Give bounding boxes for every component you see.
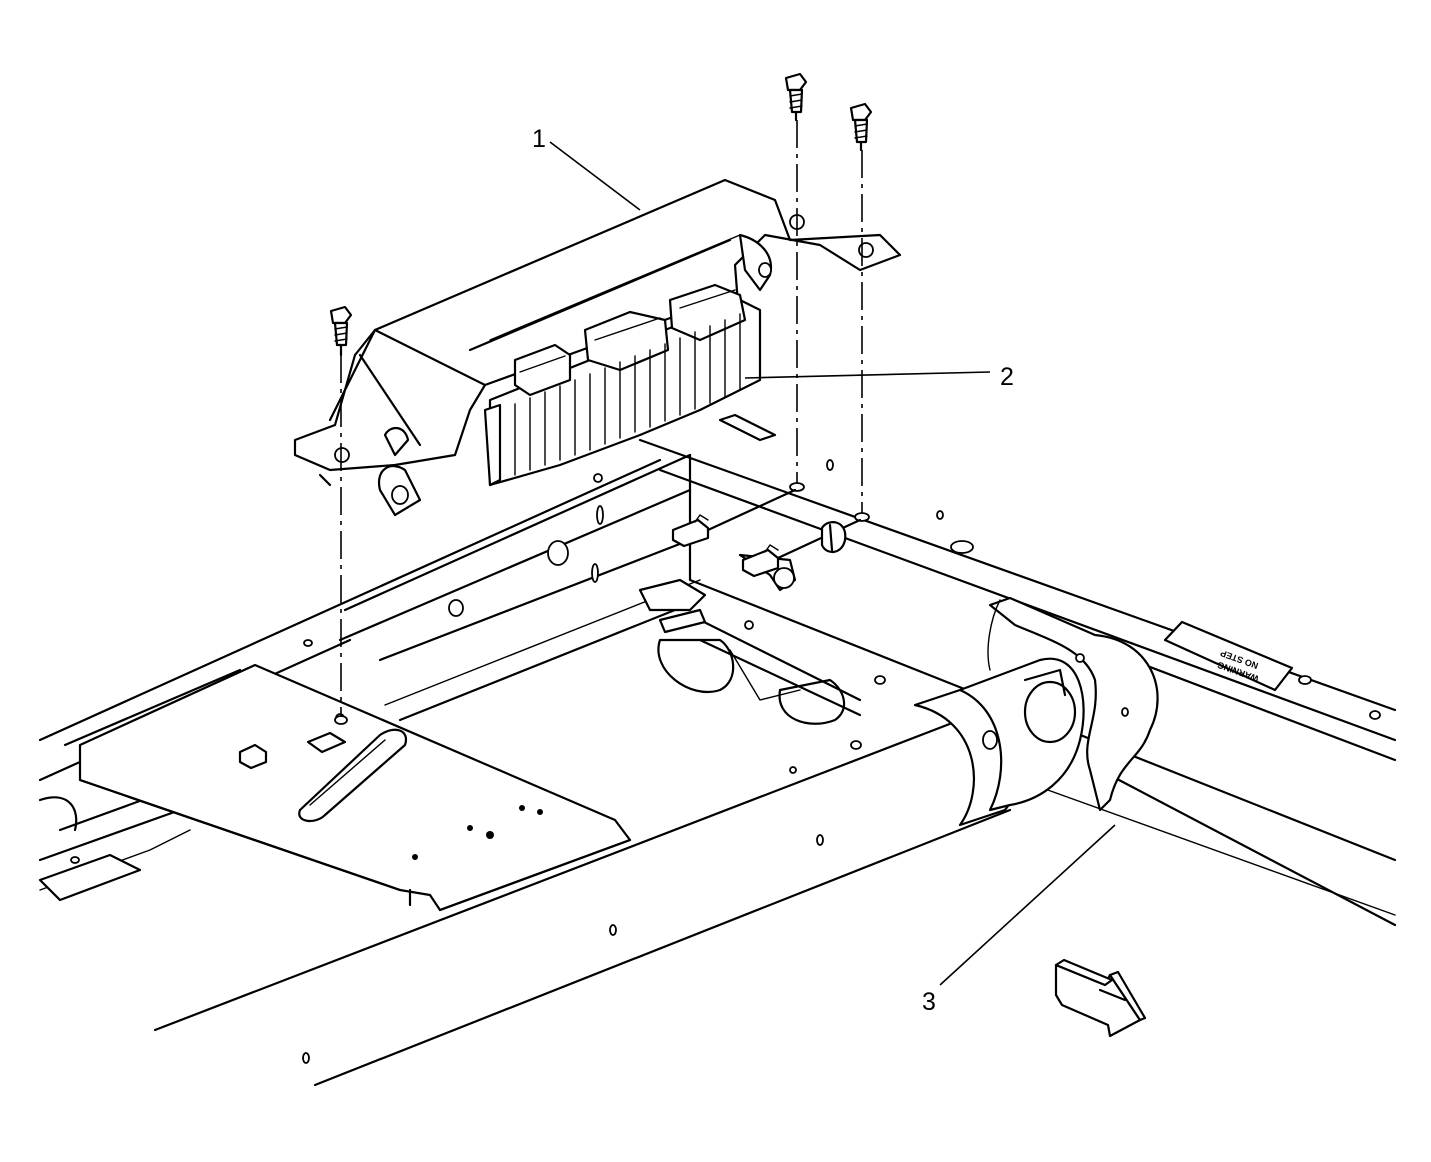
- bolt-upper-left: [784, 72, 808, 122]
- frame-rail-left: [38, 453, 886, 782]
- bolt-upper-right: [849, 102, 873, 152]
- leader-lines: [549, 141, 1116, 986]
- frame-slot-hole: [820, 521, 847, 553]
- front-direction-arrow-icon: [1054, 958, 1147, 1038]
- alignment-lines: [340, 120, 863, 720]
- callout-3: 3: [922, 988, 936, 1016]
- bolt-left: [329, 305, 353, 357]
- cross-member-tube: [153, 657, 1085, 1087]
- warning-plate: WARNING NO STEP: [1163, 620, 1294, 692]
- mounting-plate: [63, 663, 632, 912]
- harness-clip-2: [741, 518, 862, 578]
- rail-bracket: [987, 596, 1159, 812]
- harness-clip-1: [671, 488, 797, 548]
- underbody-components: [657, 553, 862, 725]
- callout-1: 1: [532, 125, 546, 153]
- frame-mount-holes: [334, 482, 870, 725]
- callout-2: 2: [1000, 363, 1014, 391]
- lower-left-chassis: [38, 788, 191, 902]
- frame-slots: [658, 413, 777, 634]
- control-module: [377, 233, 773, 517]
